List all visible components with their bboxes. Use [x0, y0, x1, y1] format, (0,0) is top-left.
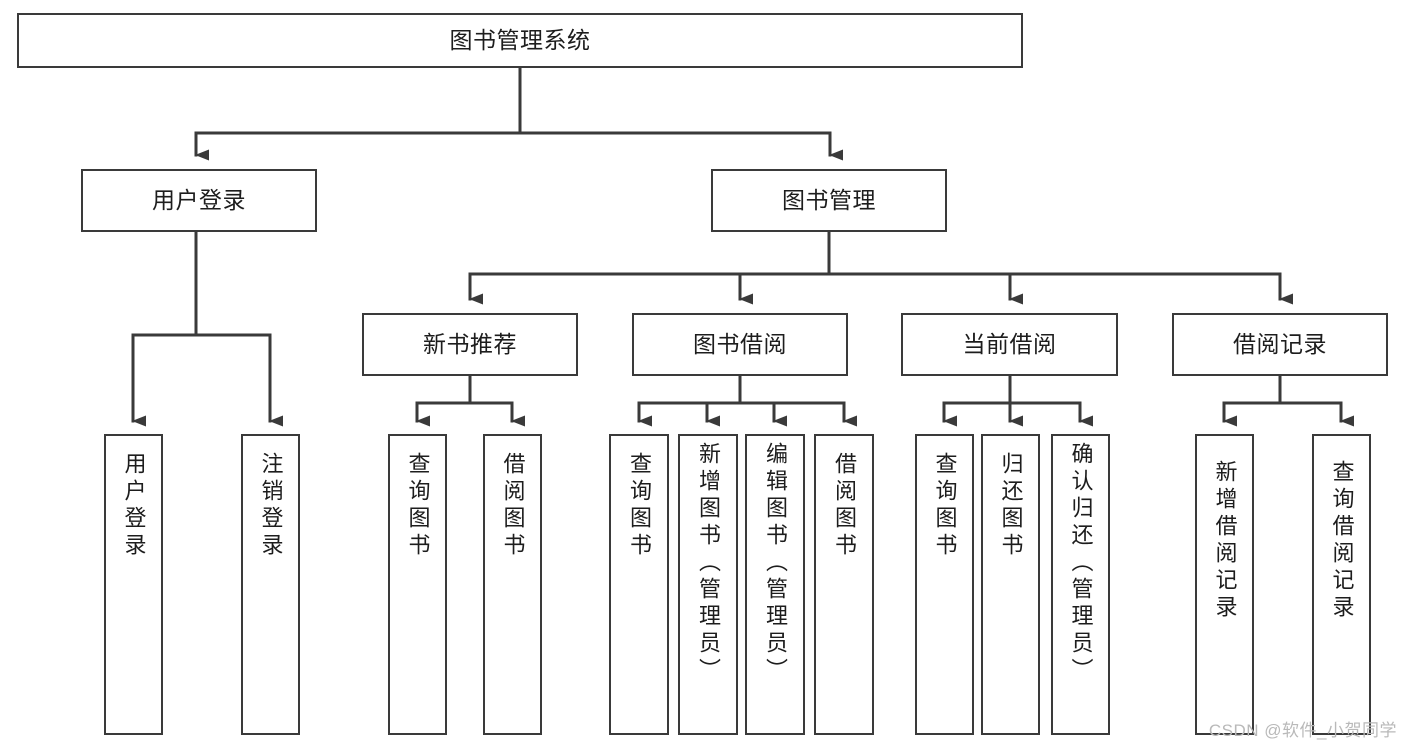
node-leaf-confirm-return-label: 确认归还（管理员） [1068, 442, 1094, 685]
node-current-borrow[interactable]: 当前借阅 [901, 313, 1118, 376]
node-current-borrow-label: 当前借阅 [962, 330, 1057, 357]
node-root-label: 图书管理系统 [449, 26, 591, 53]
node-leaf-add-record[interactable]: 新增借阅记录 [1195, 434, 1254, 735]
node-leaf-logout[interactable]: 注销登录 [241, 434, 300, 735]
node-new-book-rec-label: 新书推荐 [423, 330, 517, 357]
node-leaf-add-book-label: 新增图书（管理员） [695, 442, 721, 685]
node-leaf-query-book-2[interactable]: 查询图书 [609, 434, 669, 735]
csdn-watermark: CSDN @软件_小贺同学 [1208, 721, 1397, 740]
node-leaf-user-login-label: 用户登录 [121, 452, 147, 560]
node-leaf-edit-book-label: 编辑图书（管理员） [762, 442, 788, 685]
node-book-borrow[interactable]: 图书借阅 [632, 313, 848, 376]
node-leaf-add-book[interactable]: 新增图书（管理员） [678, 434, 738, 735]
node-user-login[interactable]: 用户登录 [81, 169, 317, 232]
node-leaf-query-record[interactable]: 查询借阅记录 [1312, 434, 1371, 735]
node-leaf-return-book-label: 归还图书 [998, 452, 1024, 560]
node-borrow-record-label: 借阅记录 [1233, 330, 1327, 357]
node-leaf-confirm-return[interactable]: 确认归还（管理员） [1051, 434, 1110, 735]
node-leaf-query-book-2-label: 查询图书 [626, 452, 652, 560]
node-leaf-borrow-book-1[interactable]: 借阅图书 [483, 434, 542, 735]
node-book-manage[interactable]: 图书管理 [711, 169, 947, 232]
node-user-login-label: 用户登录 [152, 186, 246, 213]
node-leaf-edit-book[interactable]: 编辑图书（管理员） [745, 434, 805, 735]
node-leaf-query-book-1-label: 查询图书 [405, 452, 431, 560]
node-leaf-borrow-book-1-label: 借阅图书 [500, 452, 526, 560]
node-leaf-query-book-3-label: 查询图书 [932, 452, 958, 560]
node-leaf-logout-label: 注销登录 [258, 452, 284, 560]
node-leaf-borrow-book-2-label: 借阅图书 [831, 452, 857, 560]
node-book-borrow-label: 图书借阅 [693, 330, 787, 357]
node-book-manage-label: 图书管理 [782, 186, 876, 213]
node-leaf-query-book-1[interactable]: 查询图书 [388, 434, 447, 735]
node-leaf-query-book-3[interactable]: 查询图书 [915, 434, 974, 735]
node-root[interactable]: 图书管理系统 [17, 13, 1023, 68]
node-new-book-rec[interactable]: 新书推荐 [362, 313, 578, 376]
node-leaf-add-record-label: 新增借阅记录 [1212, 460, 1238, 622]
node-leaf-user-login[interactable]: 用户登录 [104, 434, 163, 735]
node-leaf-return-book[interactable]: 归还图书 [981, 434, 1040, 735]
node-leaf-query-record-label: 查询借阅记录 [1329, 460, 1355, 622]
node-leaf-borrow-book-2[interactable]: 借阅图书 [814, 434, 874, 735]
node-borrow-record[interactable]: 借阅记录 [1172, 313, 1388, 376]
